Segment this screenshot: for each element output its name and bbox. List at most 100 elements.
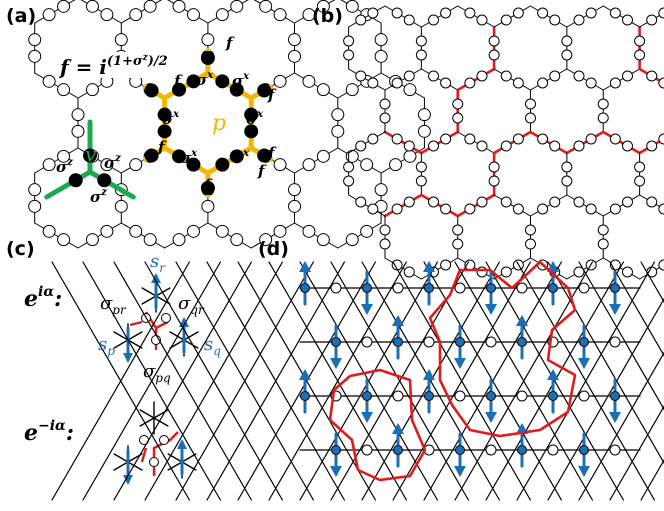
label-sigma-qr: σqr <box>178 293 205 317</box>
lattice-site <box>215 224 229 238</box>
lattice-site <box>585 203 597 215</box>
loop-site <box>476 70 488 82</box>
lattice-site <box>343 161 355 173</box>
lattice-site <box>512 7 524 19</box>
loop-site <box>440 203 452 215</box>
loop-site <box>464 77 476 89</box>
lattice-site <box>524 112 536 124</box>
lattice-site <box>355 14 367 26</box>
lattice-site <box>537 77 549 89</box>
lattice-site <box>403 83 417 97</box>
spin-site <box>579 337 589 347</box>
lattice-edge <box>77 222 122 249</box>
lattice-site <box>172 233 186 247</box>
lattice-site <box>259 0 273 13</box>
spin-arrowhead <box>392 315 404 326</box>
lattice-site <box>215 8 229 22</box>
lattice-edge <box>207 222 252 249</box>
sigma-x-site <box>244 107 259 122</box>
lattice-edge <box>207 0 249 24</box>
lattice-site <box>561 35 573 47</box>
loop-site <box>634 35 646 47</box>
loop-site <box>391 133 403 145</box>
lattice-site <box>374 183 388 197</box>
spin-site <box>424 391 434 401</box>
lattice-line <box>485 261 625 501</box>
formula-background <box>56 52 164 78</box>
loop-site <box>488 175 500 187</box>
lattice-line <box>82 261 222 501</box>
lattice-line <box>578 261 664 411</box>
loop-site <box>488 49 500 61</box>
lattice-site <box>417 108 431 122</box>
lattice-edge <box>602 68 641 91</box>
lattice-line <box>144 261 284 501</box>
sigma-x-site <box>186 74 201 89</box>
lattice-site <box>476 140 488 152</box>
lattice-site <box>561 175 573 187</box>
lattice-edge <box>380 72 425 99</box>
loop-site <box>634 49 646 61</box>
loop-edge <box>456 193 496 218</box>
lattice-site <box>549 14 561 26</box>
lattice-site <box>609 7 621 19</box>
lattice-site <box>374 33 388 47</box>
panel-d-lattice <box>51 260 664 501</box>
spin-site <box>300 283 310 293</box>
lattice-site <box>452 238 464 250</box>
plaquette-edge <box>162 145 211 176</box>
lattice-site <box>42 158 56 172</box>
lattice-site <box>367 77 379 89</box>
lattice-site <box>42 8 56 22</box>
loop-site <box>427 196 439 208</box>
lattice-site <box>273 74 287 88</box>
lattice-site <box>646 196 658 208</box>
lattice-edge <box>529 68 568 91</box>
lattice-site <box>658 203 664 215</box>
star-leg <box>113 339 129 349</box>
lattice-line <box>640 261 664 304</box>
panel-a-lattice <box>28 0 431 249</box>
lattice-site <box>500 70 512 82</box>
lattice-site <box>646 14 658 26</box>
lattice-site <box>186 8 200 22</box>
bond-site <box>454 282 466 294</box>
lattice-edge <box>602 5 641 28</box>
lattice-line <box>268 261 408 501</box>
lattice-site <box>537 203 549 215</box>
bond-site <box>578 282 590 294</box>
lattice-site <box>585 77 597 89</box>
lattice-edge <box>566 68 604 91</box>
lattice-site <box>273 158 287 172</box>
lattice-site <box>464 7 476 19</box>
lattice-site <box>561 161 573 173</box>
star-leg <box>167 461 183 471</box>
loop-edge <box>456 67 496 92</box>
loop-site <box>488 35 500 47</box>
spin-arrowhead <box>547 261 559 272</box>
operator-label: f <box>225 34 235 52</box>
lattice-site <box>367 203 379 215</box>
sigma-x-site <box>229 82 244 97</box>
loop-site <box>391 203 403 215</box>
lattice-edge <box>120 222 166 249</box>
operator-label: σx <box>162 109 180 128</box>
panel-c-label: (c) <box>6 238 35 260</box>
sigma-x-site <box>172 82 187 97</box>
sigma-z-site <box>97 173 112 188</box>
spin-site <box>486 283 496 293</box>
operator-label: f <box>173 72 183 90</box>
lattice-site <box>345 233 359 247</box>
lattice-line <box>454 261 594 501</box>
f-site <box>257 83 272 98</box>
spin-arrowhead <box>299 261 311 272</box>
lattice-site <box>573 196 585 208</box>
lattice-site <box>403 14 415 26</box>
spin-arrowhead <box>361 412 373 423</box>
lattice-edge <box>493 5 531 28</box>
lattice-edge <box>80 0 122 24</box>
lattice-site <box>57 0 71 13</box>
spin-arrowhead <box>392 423 404 434</box>
lattice-site <box>440 77 452 89</box>
lattice-edge <box>167 0 209 24</box>
